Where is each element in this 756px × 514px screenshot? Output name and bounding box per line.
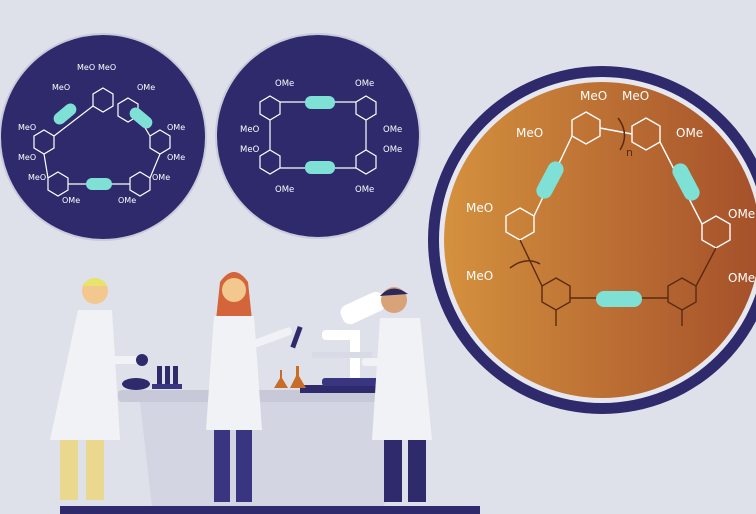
- label: MeO: [466, 201, 493, 215]
- label: OMe: [167, 153, 185, 162]
- label: OMe: [355, 79, 374, 89]
- label: OMe: [167, 123, 185, 132]
- right-molecule-circle: MeO MeO MeO OMe MeO MeO OMe OMe n: [428, 66, 756, 414]
- label: MeO: [52, 83, 70, 92]
- label: OMe: [137, 83, 155, 92]
- scientist-figure-icon: [362, 287, 432, 502]
- middle-molecule-circle: OMe OMe MeO OMe MeO OMe OMe OMe: [215, 33, 421, 239]
- scientist-figure-icon: [50, 278, 150, 500]
- label: OMe: [728, 271, 755, 285]
- label: OMe: [275, 79, 294, 89]
- label: MeO: [466, 269, 493, 283]
- label: OMe: [355, 185, 374, 195]
- label: OMe: [728, 207, 755, 221]
- label: OMe: [383, 125, 402, 135]
- flask-icon: [274, 366, 306, 388]
- label: MeO: [18, 153, 36, 162]
- label: MeO: [28, 173, 46, 182]
- label: MeO: [18, 123, 36, 132]
- microscope-icon: [312, 291, 386, 386]
- label: OMe: [383, 145, 402, 155]
- label: OMe: [676, 126, 703, 140]
- label: MeO: [240, 145, 260, 155]
- label: OMe: [118, 196, 136, 205]
- label: MeO: [516, 126, 543, 140]
- label: MeO: [580, 89, 607, 103]
- label: MeO: [98, 63, 116, 72]
- left-molecule-circle: MeO MeO MeO OMe MeO OMe MeO OMe MeO OMe …: [0, 33, 207, 241]
- lab-bench: [60, 385, 480, 514]
- test-tube-icon: [152, 366, 182, 389]
- repeat-index: n: [626, 146, 633, 159]
- scientist-figure-icon: [206, 272, 303, 502]
- label: OMe: [275, 185, 294, 195]
- label: OMe: [62, 196, 80, 205]
- label: MeO: [622, 89, 649, 103]
- label: OMe: [152, 173, 170, 182]
- label: MeO: [77, 63, 95, 72]
- label: MeO: [240, 125, 260, 135]
